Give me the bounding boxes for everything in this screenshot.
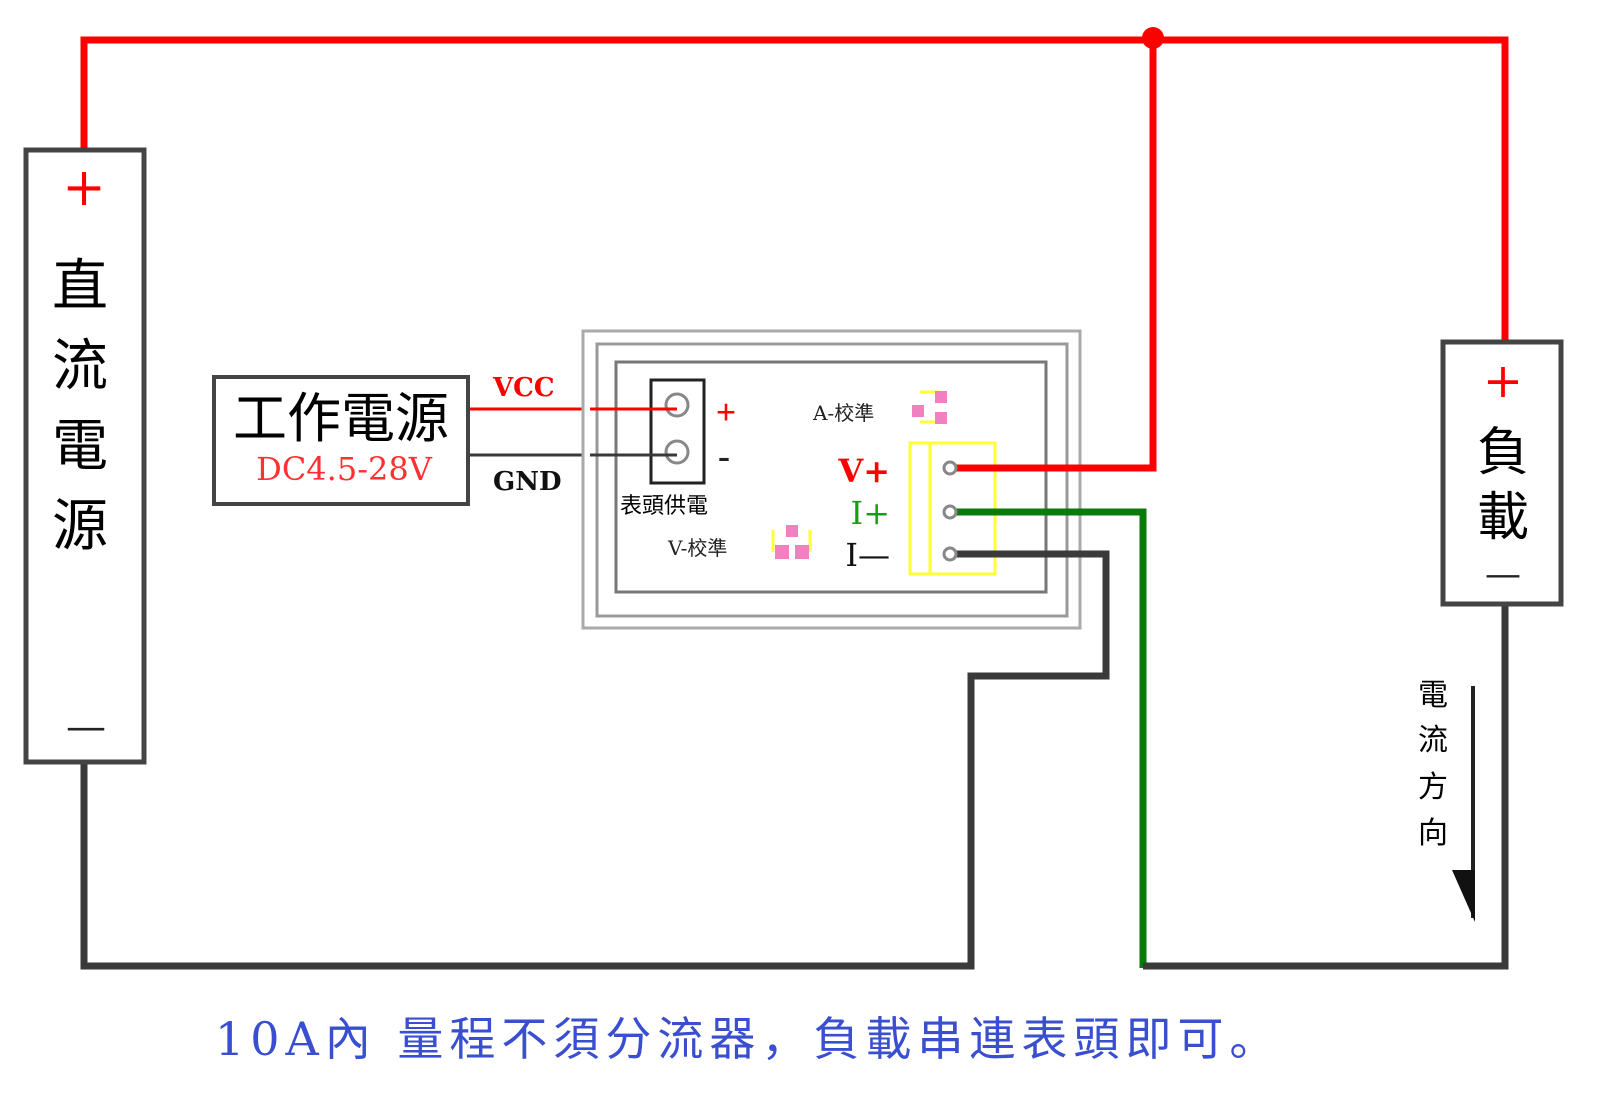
load-plus: + — [1483, 353, 1523, 409]
a-cal-pads — [912, 390, 947, 424]
iminus-terminal — [942, 546, 958, 562]
source-label: 源 — [52, 494, 108, 559]
vcc-label: VCC — [492, 373, 555, 403]
current-direction-label: 電 — [1418, 678, 1448, 713]
wire-load-return — [1143, 604, 1509, 970]
iplus-label: I+ — [851, 494, 890, 532]
load-label: 載 — [1477, 488, 1529, 548]
v-cal-label: V-校準 — [667, 536, 727, 560]
iminus-label: I— — [845, 536, 890, 574]
work-power-supply: 工作電源 DC4.5-28V VCC GND — [212, 373, 562, 506]
gnd-label: GND — [493, 467, 562, 497]
work-power-title: 工作電源 — [233, 387, 449, 450]
current-direction-label: 流 — [1418, 723, 1448, 758]
power-label: 表頭供電 — [620, 494, 708, 519]
source-label: 電 — [52, 414, 108, 479]
current-direction: 電 流 方 向 — [1418, 678, 1475, 922]
current-direction-label: 方 — [1418, 770, 1448, 805]
power-terminal-plus — [664, 392, 690, 418]
v-cal-pads — [771, 525, 812, 559]
power-connector — [649, 378, 706, 485]
footer-note: 10A內 量程不須分流器，負載串連表頭即可。 — [215, 1012, 1281, 1066]
wire-positive-main — [80, 36, 1509, 340]
load: + 負 載 — — [1440, 339, 1564, 607]
vplus-label: V+ — [837, 452, 890, 490]
source-label: 流 — [52, 334, 108, 399]
work-power-range: DC4.5-28V — [256, 450, 433, 488]
source-label: 直 — [52, 254, 108, 319]
wire-iminus — [80, 550, 1110, 970]
load-minus: — — [1485, 554, 1521, 595]
dc-source: + — 直 流 電 源 — [23, 147, 147, 765]
iplus-terminal — [942, 504, 958, 520]
a-cal-label: A-校準 — [812, 401, 874, 425]
panel-meter: + - 表頭供電 A-校準 V-校準 V+ I+ I— — [581, 329, 1085, 630]
source-plus: + — [62, 158, 106, 218]
wires — [80, 27, 1509, 970]
power-minus-sign: - — [718, 436, 730, 476]
source-minus: — — [66, 704, 106, 750]
load-label: 負 — [1477, 423, 1529, 483]
power-terminal-minus — [664, 439, 690, 465]
current-direction-label: 向 — [1418, 816, 1448, 851]
arrow-head-icon — [1452, 870, 1475, 922]
junction-dot — [1142, 27, 1164, 49]
vplus-terminal — [942, 460, 958, 476]
power-plus-sign: + — [716, 392, 737, 432]
